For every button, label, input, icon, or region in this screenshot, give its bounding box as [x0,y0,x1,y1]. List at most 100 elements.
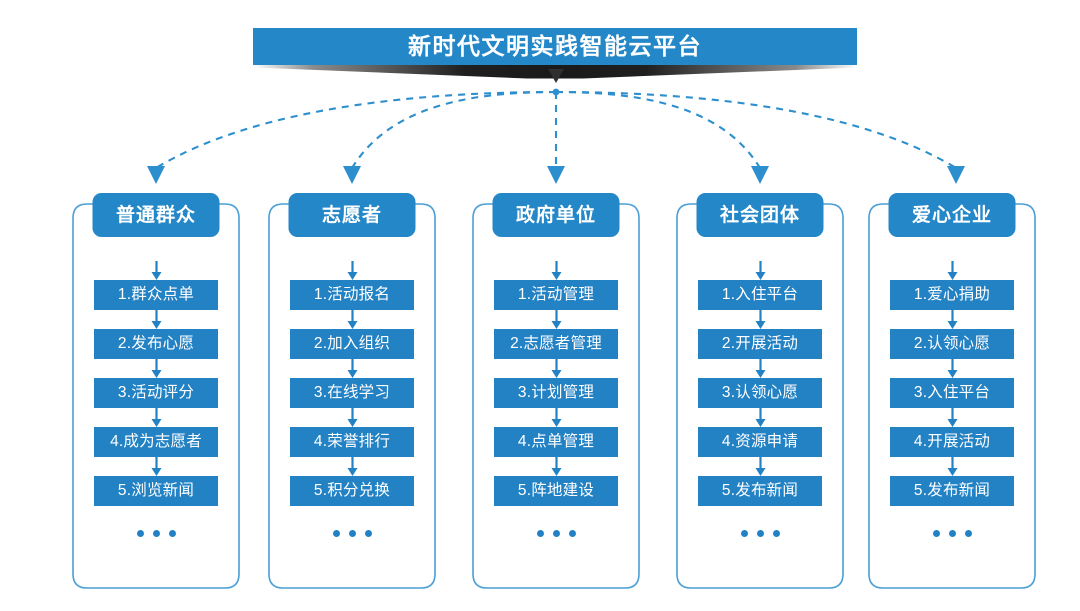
step-box[interactable]: 1.群众点单 [94,280,218,310]
step-label: 1.群众点单 [117,286,195,304]
step-box[interactable]: 3.在线学习 [290,378,414,408]
dot-icon [568,530,576,537]
step-label: 5.阵地建设 [517,482,595,500]
step-label: 3.认领心愿 [721,384,799,402]
dot-icon [740,530,748,537]
step-box[interactable]: 5.发布新闻 [890,476,1014,506]
step-label: 4.资源申请 [721,433,799,451]
flow-arrow-3 [347,359,357,378]
column-frame [268,203,436,589]
platform-title-banner: 新时代文明实践智能云平台 [253,28,857,65]
column-frame [676,203,844,589]
step-box[interactable]: 3.活动评分 [94,378,218,408]
step-box[interactable]: 3.入住平台 [890,378,1014,408]
arrowhead-col-2 [343,166,361,184]
column-header-3[interactable]: 政府单位 [492,193,620,237]
column-group-1: 普通群众 1.群众点单 2.发布心愿 3.活动评分 4.成为志愿者 5.浏览新闻 [72,193,240,589]
flow-arrow-1 [151,261,161,280]
dot-icon [756,530,764,537]
down-triangle-icon [548,69,564,83]
step-label: 5.浏览新闻 [117,482,195,500]
step-label: 2.认领心愿 [913,335,991,353]
step-box[interactable]: 4.资源申请 [698,427,822,457]
step-box[interactable]: 2.志愿者管理 [494,329,618,359]
connector-to-col-5 [555,90,957,169]
step-box[interactable]: 4.荣誉排行 [290,427,414,457]
dot-icon [964,530,972,537]
step-box[interactable]: 5.积分兑换 [290,476,414,506]
flow-arrow-3 [755,359,765,378]
column-header-1[interactable]: 普通群众 [92,193,220,237]
flow-arrow-4 [947,408,957,427]
more-items-ellipsis [332,530,372,537]
step-label: 2.发布心愿 [117,335,195,353]
column-group-5: 爱心企业 1.爱心捐助 2.认领心愿 3.入住平台 4.开展活动 5.发布新闻 [868,193,1036,589]
step-box[interactable]: 5.发布新闻 [698,476,822,506]
column-frame [472,203,640,589]
step-box[interactable]: 2.发布心愿 [94,329,218,359]
dot-icon [364,530,372,537]
step-box[interactable]: 3.认领心愿 [698,378,822,408]
dot-icon [152,530,160,537]
step-box[interactable]: 4.开展活动 [890,427,1014,457]
flow-arrow-3 [551,359,561,378]
flow-arrow-5 [151,457,161,476]
step-label: 3.在线学习 [313,384,391,402]
column-header-2[interactable]: 志愿者 [288,193,416,237]
step-box[interactable]: 5.浏览新闻 [94,476,218,506]
flow-arrow-5 [347,457,357,476]
dot-icon [948,530,956,537]
step-label: 1.活动管理 [517,286,595,304]
step-box[interactable]: 1.活动报名 [290,280,414,310]
flow-arrow-2 [347,310,357,329]
column-step-flow: 1.活动报名 2.加入组织 3.在线学习 4.荣誉排行 5.积分兑换 [268,261,436,537]
flow-arrow-4 [551,408,561,427]
step-label: 2.加入组织 [313,335,391,353]
dot-icon [536,530,544,537]
column-header-4[interactable]: 社会团体 [696,193,824,237]
column-header-5[interactable]: 爱心企业 [888,193,1016,237]
dot-icon [348,530,356,537]
step-box[interactable]: 2.开展活动 [698,329,822,359]
step-box[interactable]: 1.爱心捐助 [890,280,1014,310]
step-label: 3.入住平台 [913,384,991,402]
more-items-ellipsis [136,530,176,537]
flow-arrow-2 [755,310,765,329]
step-box[interactable]: 4.点单管理 [494,427,618,457]
column-group-2: 志愿者 1.活动报名 2.加入组织 3.在线学习 4.荣誉排行 5.积分兑换 [268,193,436,589]
dot-icon [552,530,560,537]
step-label: 5.发布新闻 [721,482,799,500]
step-box[interactable]: 2.认领心愿 [890,329,1014,359]
flow-arrow-2 [151,310,161,329]
connector-to-col-4 [555,90,761,169]
flow-arrow-3 [947,359,957,378]
step-label: 2.志愿者管理 [510,335,602,353]
column-header-label: 社会团体 [719,204,800,226]
flow-arrow-2 [551,310,561,329]
step-label: 5.发布新闻 [913,482,991,500]
arrowhead-col-5 [947,166,965,184]
step-label: 4.成为志愿者 [110,433,202,451]
more-items-ellipsis [536,530,576,537]
step-box[interactable]: 1.活动管理 [494,280,618,310]
flow-arrow-2 [947,310,957,329]
flow-arrow-5 [755,457,765,476]
flow-arrow-3 [151,359,161,378]
flow-arrow-1 [347,261,357,280]
step-box[interactable]: 2.加入组织 [290,329,414,359]
connector-to-col-1 [155,90,557,169]
step-box[interactable]: 3.计划管理 [494,378,618,408]
step-label: 1.爱心捐助 [913,286,991,304]
step-box[interactable]: 5.阵地建设 [494,476,618,506]
step-label: 5.积分兑换 [313,482,391,500]
flow-arrow-1 [551,261,561,280]
arrowhead-col-1 [147,166,165,184]
step-label: 3.活动评分 [117,384,195,402]
column-group-4: 社会团体 1.入住平台 2.开展活动 3.认领心愿 4.资源申请 5.发布新闻 [676,193,844,589]
column-frame [72,203,240,589]
column-step-flow: 1.爱心捐助 2.认领心愿 3.入住平台 4.开展活动 5.发布新闻 [868,261,1036,537]
step-box[interactable]: 4.成为志愿者 [94,427,218,457]
step-box[interactable]: 1.入住平台 [698,280,822,310]
flow-arrow-5 [947,457,957,476]
page-title: 新时代文明实践智能云平台 [408,33,702,59]
